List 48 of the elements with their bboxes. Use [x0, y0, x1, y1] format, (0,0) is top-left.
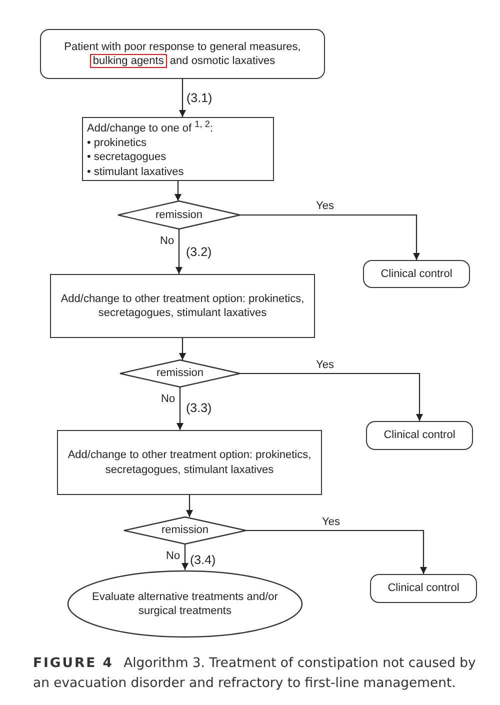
- decision-text: remission: [161, 523, 209, 538]
- figure-caption: FIGURE 4 Algorithm 3. Treatment of constipation not caused by an evacuation disorder and refractory to first-line management.: [33, 655, 477, 693]
- arrow: [240, 214, 420, 260]
- step-number: (3.3): [186, 401, 212, 415]
- process-box: [82, 117, 274, 181]
- node-text: Clinical control: [380, 266, 452, 282]
- edge-label: Yes: [322, 516, 340, 528]
- arrow: [186, 495, 193, 517]
- highlight-box: bulking agents: [90, 54, 167, 68]
- step-number: (3.4): [190, 553, 216, 567]
- node-text: Add/change to other treatment option: prokinetics, secretagogues, stimulant laxatives: [60, 292, 306, 320]
- node-text: • stimulant laxatives: [87, 164, 184, 179]
- terminal-ellipse: [67, 570, 303, 638]
- arrow: [174, 181, 182, 201]
- edge-label: No: [160, 235, 174, 247]
- arrow: [179, 79, 186, 117]
- process-box: [50, 274, 315, 338]
- node-text: • secretagogues: [87, 150, 166, 165]
- edge-label: Yes: [316, 358, 334, 370]
- arrow: [240, 372, 423, 421]
- node-text: and osmotic laxatives: [170, 54, 276, 67]
- node-text: Clinical control: [388, 581, 460, 596]
- decision-diamond: [118, 201, 240, 229]
- process-box: [366, 421, 473, 450]
- process-box: [40, 29, 325, 79]
- arrow: [182, 544, 188, 570]
- edge-label: No: [166, 550, 180, 562]
- edge-label: Yes: [316, 200, 334, 212]
- arrow: [246, 530, 427, 574]
- process-box: [370, 574, 477, 603]
- decision-diamond: [120, 360, 240, 387]
- process-box: [363, 260, 470, 288]
- edge-label: (3.1): [186, 91, 212, 105]
- arrow: [176, 387, 184, 430]
- node-text: Add/change to one of $^{1, 2}$:: [87, 119, 213, 136]
- decision-text: remission: [155, 208, 203, 222]
- node-text: Patient with poor response to general measures,: [64, 40, 301, 53]
- edge-label: No: [161, 393, 176, 405]
- arrow: [176, 229, 182, 274]
- node-text: Add/change to other treatment option: prokinetics, secretagogues, stimulant laxatives: [66, 448, 312, 477]
- node-text: Clinical control: [384, 428, 456, 443]
- arrow: [179, 338, 186, 360]
- step-number: (3.2): [186, 245, 212, 259]
- decision-diamond: [124, 517, 246, 544]
- node-text: Evaluate alternative treatments and/or surgical treatments: [91, 590, 279, 618]
- decision-text: remission: [156, 366, 204, 381]
- node-text: • prokinetics: [87, 136, 146, 150]
- process-box: [57, 430, 322, 495]
